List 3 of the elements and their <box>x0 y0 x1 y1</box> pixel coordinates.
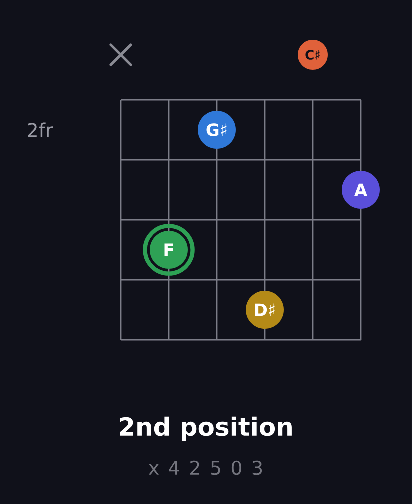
title: 2nd position <box>120 416 292 442</box>
fret-number: 2fr <box>28 122 54 138</box>
caption: x 4 2 5 0 3 <box>148 460 262 476</box>
